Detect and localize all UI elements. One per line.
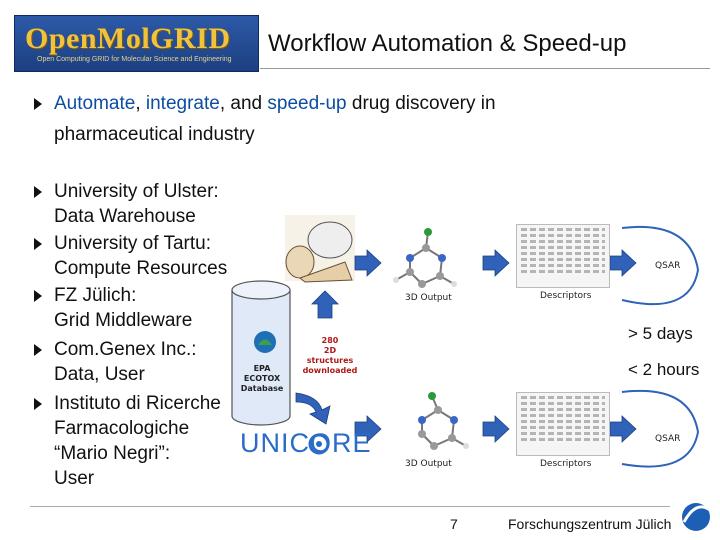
intro-line-1: Automate, integrate, and speed-up drug d… — [54, 91, 496, 117]
molecule-3d-icon — [393, 228, 457, 288]
flow-arrow-right-icon — [482, 249, 510, 277]
database-label-line: EPA — [253, 364, 271, 373]
bullet-arrow-icon — [34, 344, 42, 356]
descriptors-label: Descriptors — [540, 459, 592, 469]
output-3d-label: 3D Output — [405, 459, 452, 469]
database-label-line: Database — [240, 384, 284, 393]
automated-duration: < 2 hours — [628, 360, 700, 379]
partner-5-line-3: “Mario Negri”: — [54, 443, 171, 464]
unicore-logo-icon — [308, 433, 330, 455]
partner-5-line-1: Instituto di Ricerche — [54, 393, 221, 414]
partner-1-line-2: Data Warehouse — [54, 206, 196, 227]
partner-2-line-1: University of Tartu: — [54, 233, 211, 254]
footer-divider — [30, 506, 670, 507]
manual-duration: > 5 days — [628, 324, 693, 343]
intro-rest: drug discovery in — [346, 93, 496, 114]
bullet-arrow-icon — [34, 398, 42, 410]
openmolgrid-logo: OpenMolGRID Open Computing GRID for Mole… — [14, 15, 259, 72]
logo-name: OpenMolGRID — [25, 22, 231, 55]
intro-word-speedup: speed-up — [267, 93, 347, 114]
footer-organization: Forschungszentrum Jülich — [508, 516, 672, 532]
partner-4-line-1: Com.Genex Inc.: — [54, 339, 197, 360]
qsar-curve-icon — [621, 226, 700, 306]
intro-sep-2: , and — [219, 93, 268, 114]
scientist-illustration-icon — [285, 215, 355, 283]
unicore-wordmark: UNICORE — [240, 428, 372, 458]
downloaded-label-line: structures — [306, 356, 354, 365]
bullet-arrow-icon — [34, 238, 42, 250]
downloaded-label-line: downloaded — [302, 366, 358, 375]
title-divider — [260, 68, 710, 69]
flow-arrow-right-icon — [354, 415, 382, 443]
flow-arrow-curved-icon — [295, 392, 331, 425]
slide-title: Workflow Automation & Speed-up — [268, 30, 627, 57]
partner-2-line-2: Compute Resources — [54, 258, 228, 279]
intro-sep-1: , — [135, 93, 146, 114]
descriptor-table-thumbnail — [516, 392, 610, 456]
partner-5-line-4: User — [54, 468, 95, 489]
flow-arrow-right-icon — [482, 415, 510, 443]
intro-line-2: pharmaceutical industry — [54, 124, 255, 145]
descriptors-label: Descriptors — [540, 291, 592, 301]
page-number: 7 — [450, 516, 458, 532]
flow-arrow-right-icon — [354, 249, 382, 277]
flow-arrow-right-icon — [609, 249, 637, 277]
output-3d-label: 3D Output — [405, 293, 452, 303]
database-label: EPA ECOTOX Database — [238, 364, 286, 394]
bullet-arrow-icon — [34, 290, 42, 302]
database-label-line: ECOTOX — [243, 374, 281, 383]
downloaded-label: 280 2D structures downloaded — [300, 336, 360, 376]
descriptor-table-thumbnail — [516, 224, 610, 288]
downloaded-label-line: 2D — [323, 346, 337, 355]
downloaded-label-line: 280 — [321, 336, 339, 345]
intro-word-integrate: integrate — [145, 93, 220, 114]
qsar-curve-icon — [621, 389, 700, 468]
logo-tagline: Open Computing GRID for Molecular Scienc… — [37, 56, 232, 63]
bullet-arrow-icon — [34, 98, 42, 110]
partner-4-line-2: Data, User — [54, 364, 145, 385]
partner-1-line-1: University of Ulster: — [54, 181, 219, 202]
flow-arrow-right-icon — [609, 415, 637, 443]
bullet-arrow-icon — [34, 186, 42, 198]
flow-arrow-up-icon — [311, 290, 339, 319]
partner-3-line-2: Grid Middleware — [54, 310, 193, 331]
partner-3-line-1: FZ Jülich: — [54, 285, 137, 306]
partner-5-line-2: Farmacologiche — [54, 418, 190, 439]
qsar-label: QSAR — [655, 434, 681, 444]
fz-juelich-logo-icon — [682, 503, 711, 531]
qsar-label: QSAR — [655, 261, 681, 271]
molecule-3d-icon — [418, 392, 469, 450]
intro-word-automate: Automate — [54, 93, 136, 114]
database-cylinder-icon — [231, 280, 291, 426]
